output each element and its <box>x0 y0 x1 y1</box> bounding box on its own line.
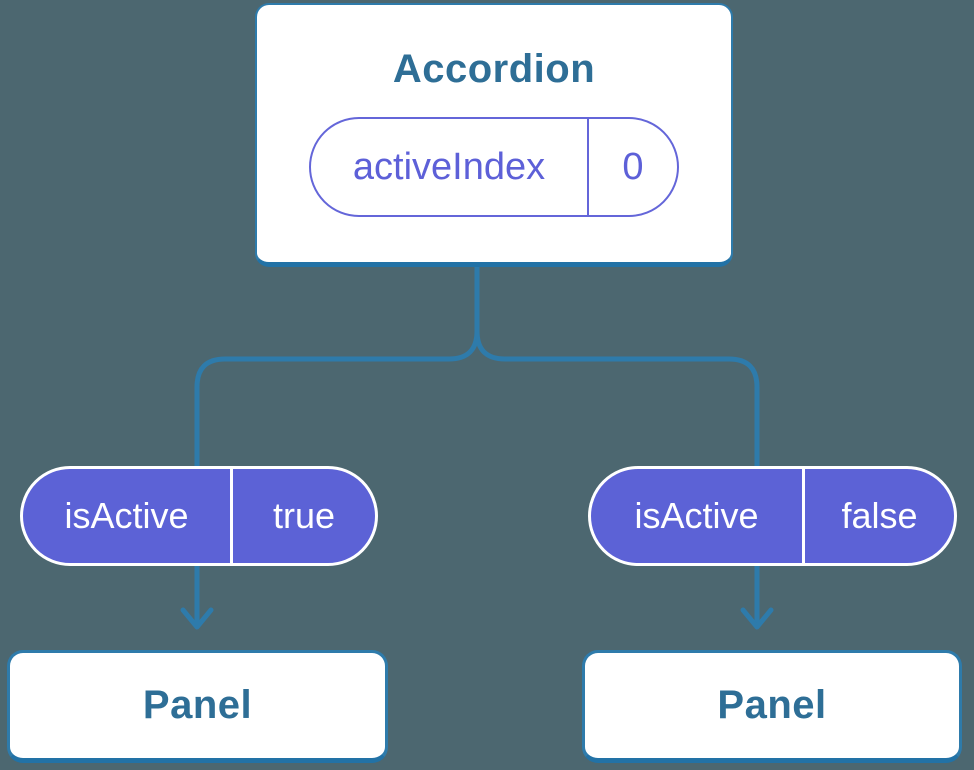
component-title: Accordion <box>392 47 596 91</box>
prop-name: isActive <box>634 495 759 536</box>
prop-pill-isactive-false: isActive false <box>588 466 957 566</box>
connector-right-branch <box>474 266 760 624</box>
accordion-component-card: Accordion activeIndex 0 <box>255 3 733 267</box>
prop-value: false <box>802 469 954 563</box>
connector-left-branch <box>194 266 480 624</box>
arrowhead-left-icon <box>180 607 214 630</box>
prop-pill-isactive-true: isActive true <box>20 466 378 566</box>
state-pill-activeindex: activeIndex 0 <box>309 117 679 217</box>
prop-name: isActive <box>64 495 189 536</box>
prop-value: true <box>230 469 375 563</box>
state-value: 0 <box>587 119 677 215</box>
state-name: activeIndex <box>352 145 546 188</box>
panel-component-card-left: Panel <box>7 650 388 763</box>
panel-component-card-right: Panel <box>582 650 962 763</box>
panel-title: Panel <box>142 683 253 727</box>
arrowhead-right-icon <box>740 607 774 630</box>
panel-title: Panel <box>717 683 827 727</box>
